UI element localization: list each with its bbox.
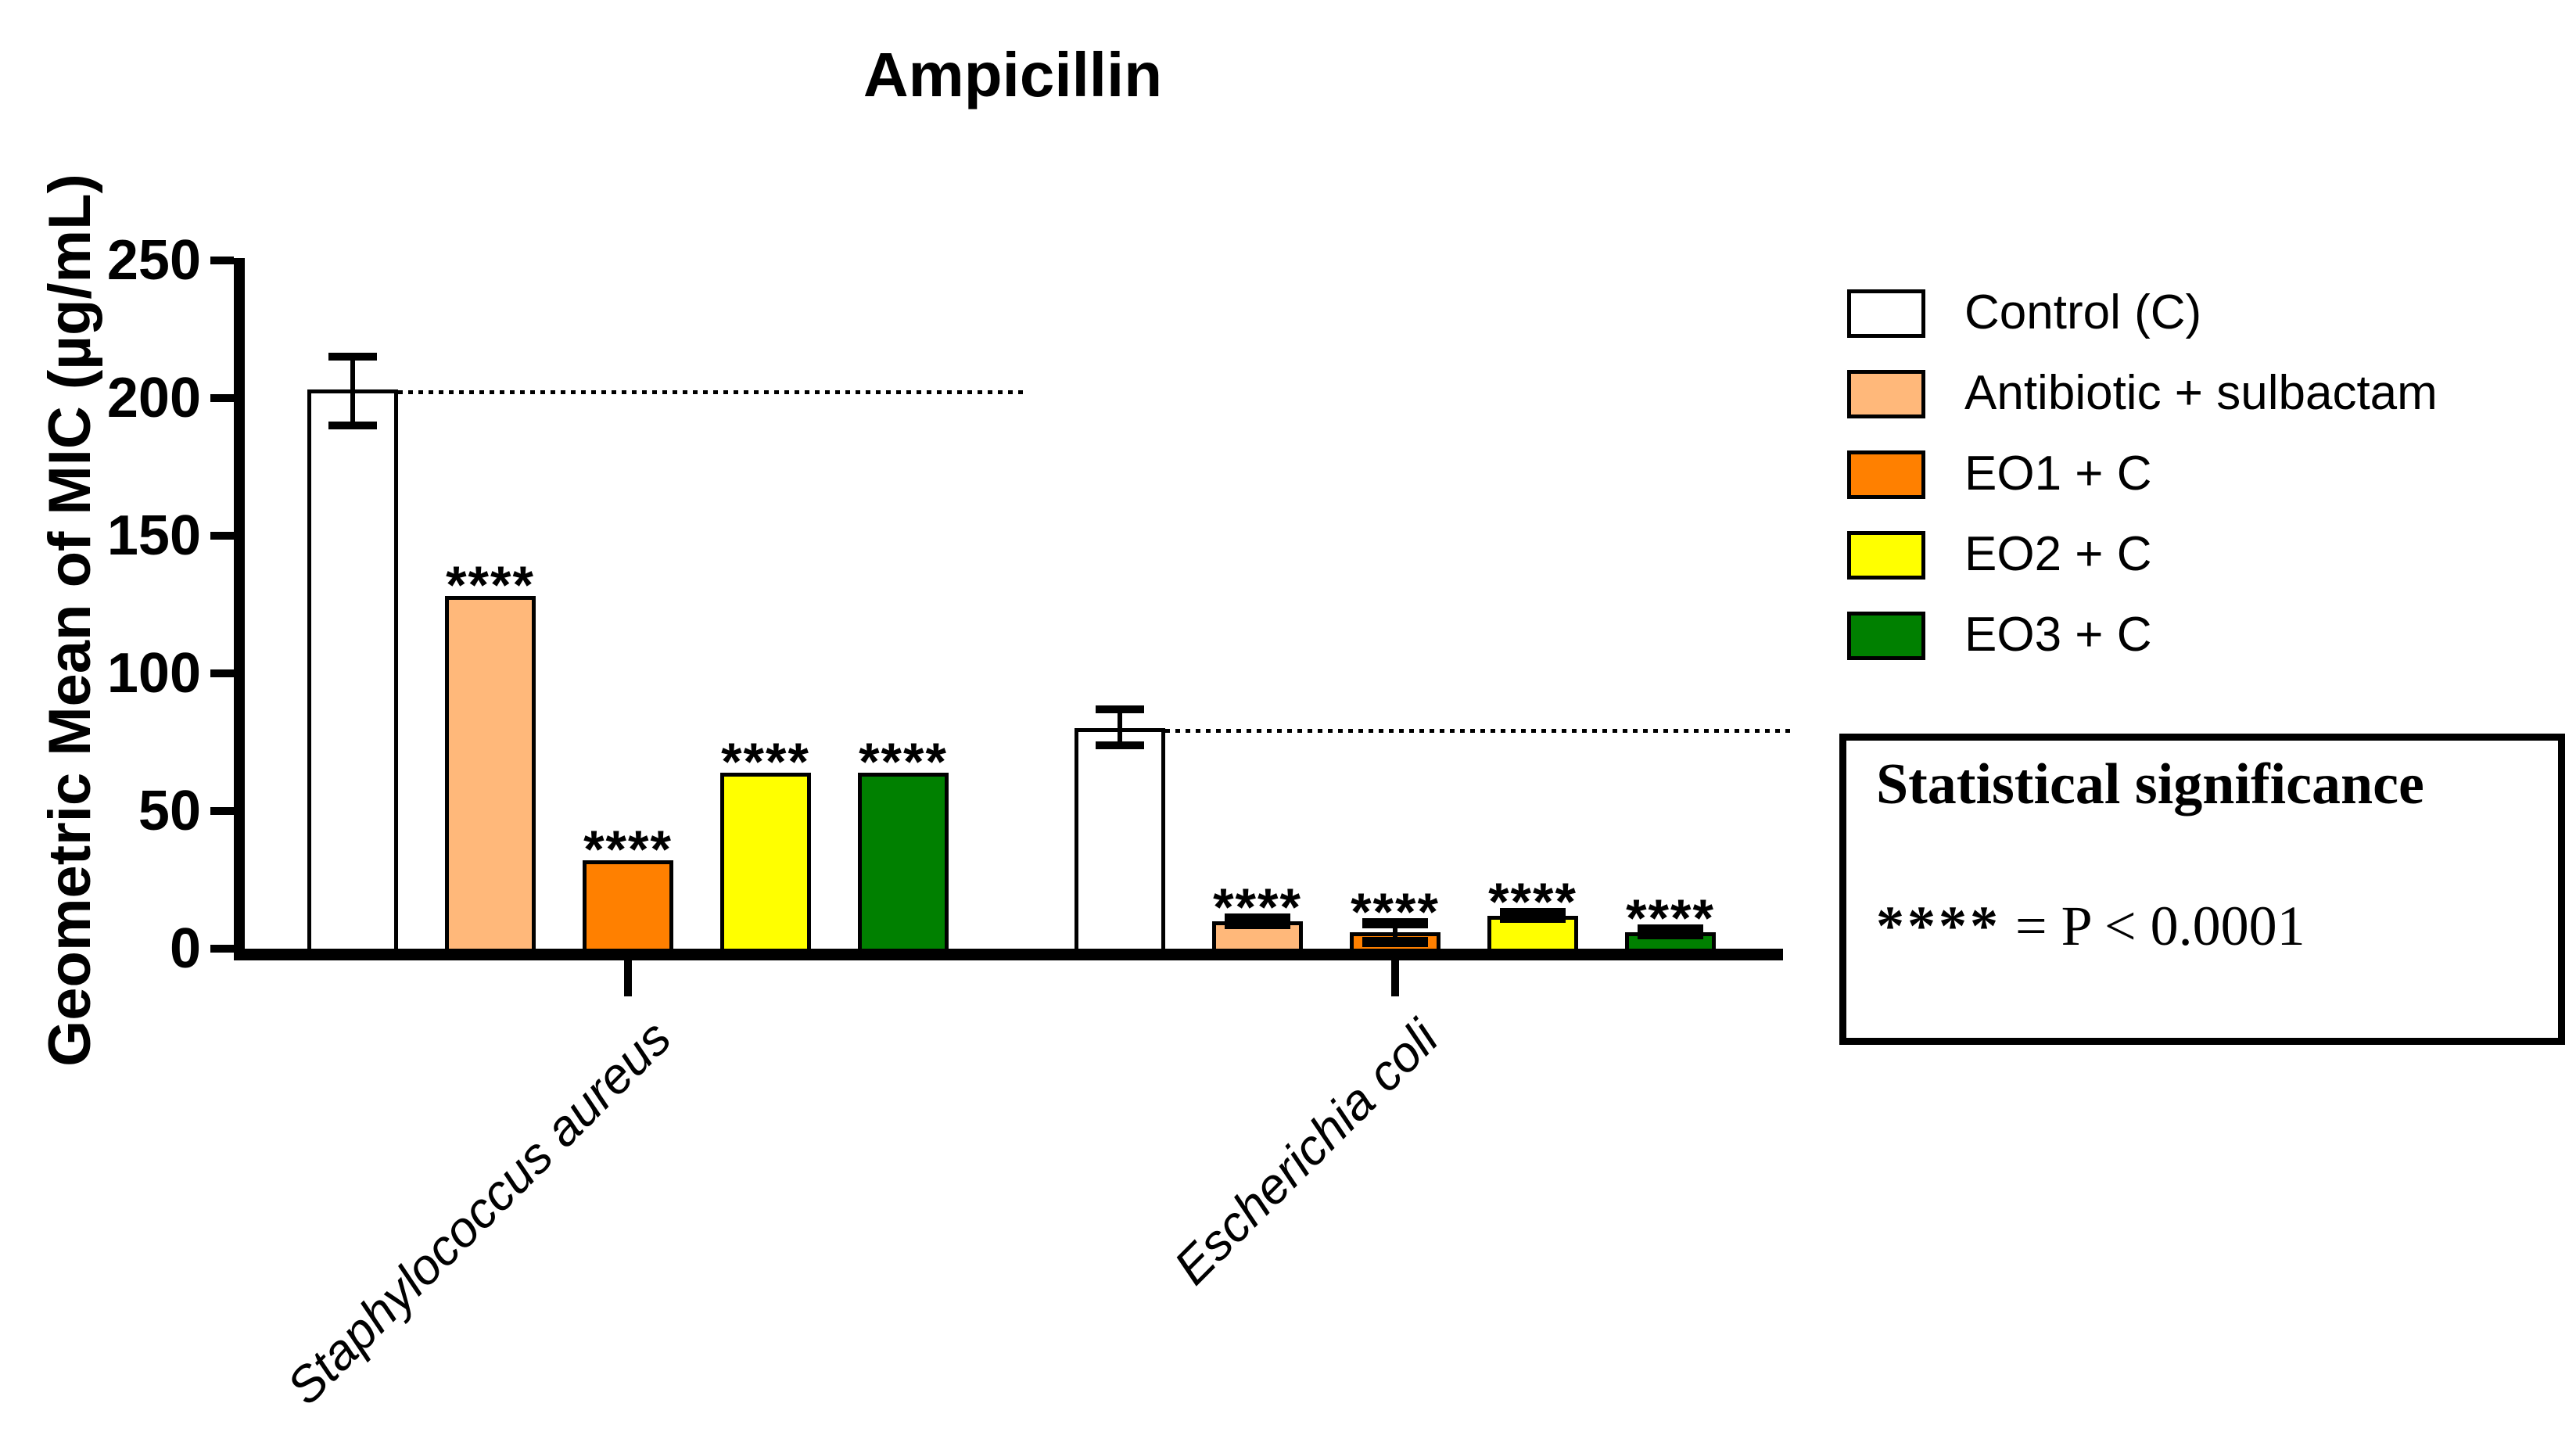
error-bar-cap-top bbox=[328, 353, 377, 361]
y-tick-label: 0 bbox=[169, 917, 201, 980]
y-tick-label: 100 bbox=[106, 642, 201, 705]
error-bar-line bbox=[1393, 923, 1397, 942]
y-tick-mark bbox=[210, 394, 234, 402]
reference-dotted-line bbox=[1165, 729, 1792, 733]
y-tick-mark bbox=[210, 807, 234, 815]
error-bar-cap-bottom bbox=[1500, 912, 1566, 923]
y-tick-mark bbox=[210, 669, 234, 677]
error-bar-cap-bottom bbox=[1096, 741, 1144, 749]
bar-control-c- bbox=[307, 389, 398, 953]
bar-antibiotic-sulbactam bbox=[445, 596, 536, 953]
error-bar-cap-top bbox=[1096, 705, 1144, 713]
legend-label: Control (C) bbox=[1964, 285, 2202, 339]
y-tick-label: 250 bbox=[106, 229, 201, 292]
legend-label: Antibiotic + sulbactam bbox=[1964, 366, 2438, 420]
y-tick-label: 200 bbox=[106, 367, 201, 429]
error-bar-cap-top bbox=[1362, 917, 1428, 928]
x-category-label: Staphylococcus aureus bbox=[275, 1009, 682, 1416]
x-tick-mark bbox=[1391, 960, 1399, 996]
stat-box-stars: **** bbox=[1876, 895, 2001, 957]
stat-box-line: **** = P < 0.0001 bbox=[1876, 894, 2305, 959]
legend-label: EO3 + C bbox=[1964, 608, 2152, 662]
significance-stars: **** bbox=[721, 732, 810, 791]
significance-stars: **** bbox=[1351, 882, 1440, 942]
reference-dotted-line bbox=[398, 390, 1025, 394]
legend-swatch bbox=[1847, 531, 1925, 580]
y-tick-mark bbox=[210, 532, 234, 540]
bar-eo1-c bbox=[583, 860, 673, 953]
y-tick-label: 150 bbox=[106, 504, 201, 567]
significance-stars: **** bbox=[859, 732, 948, 791]
significance-stars: **** bbox=[1488, 872, 1577, 931]
y-tick-mark bbox=[210, 945, 234, 953]
error-bar-line bbox=[350, 357, 355, 425]
error-bar-cap-bottom bbox=[1638, 928, 1703, 939]
bar-eo3-c bbox=[858, 773, 949, 953]
legend-label: EO2 + C bbox=[1964, 527, 2152, 581]
legend-swatch bbox=[1847, 612, 1925, 660]
significance-stars: **** bbox=[583, 820, 673, 879]
legend-swatch bbox=[1847, 370, 1925, 418]
legend-label: EO1 + C bbox=[1964, 447, 2152, 501]
error-bar-cap-bottom bbox=[328, 422, 377, 429]
y-tick-label: 50 bbox=[138, 780, 201, 842]
significance-stars: **** bbox=[446, 555, 535, 615]
error-bar-cap-bottom bbox=[1362, 936, 1428, 947]
stat-box-text: = P < 0.0001 bbox=[2001, 895, 2305, 957]
legend-swatch bbox=[1847, 289, 1925, 338]
y-axis-line bbox=[234, 258, 245, 960]
significance-stars: **** bbox=[1213, 878, 1302, 937]
significance-stars: **** bbox=[1626, 888, 1715, 948]
error-bar-cap-bottom bbox=[1225, 918, 1290, 929]
chart-title: Ampicillin bbox=[863, 40, 1163, 109]
x-tick-mark bbox=[624, 960, 632, 996]
error-bar-line bbox=[1118, 709, 1122, 745]
stat-box: Statistical significance **** = P < 0.00… bbox=[1839, 734, 2565, 1045]
x-category-label: Escherichia coli bbox=[1163, 1009, 1449, 1296]
stat-box-title: Statistical significance bbox=[1876, 752, 2424, 816]
bar-eo2-c bbox=[720, 773, 811, 953]
y-tick-mark bbox=[210, 257, 234, 264]
legend-swatch bbox=[1847, 450, 1925, 499]
